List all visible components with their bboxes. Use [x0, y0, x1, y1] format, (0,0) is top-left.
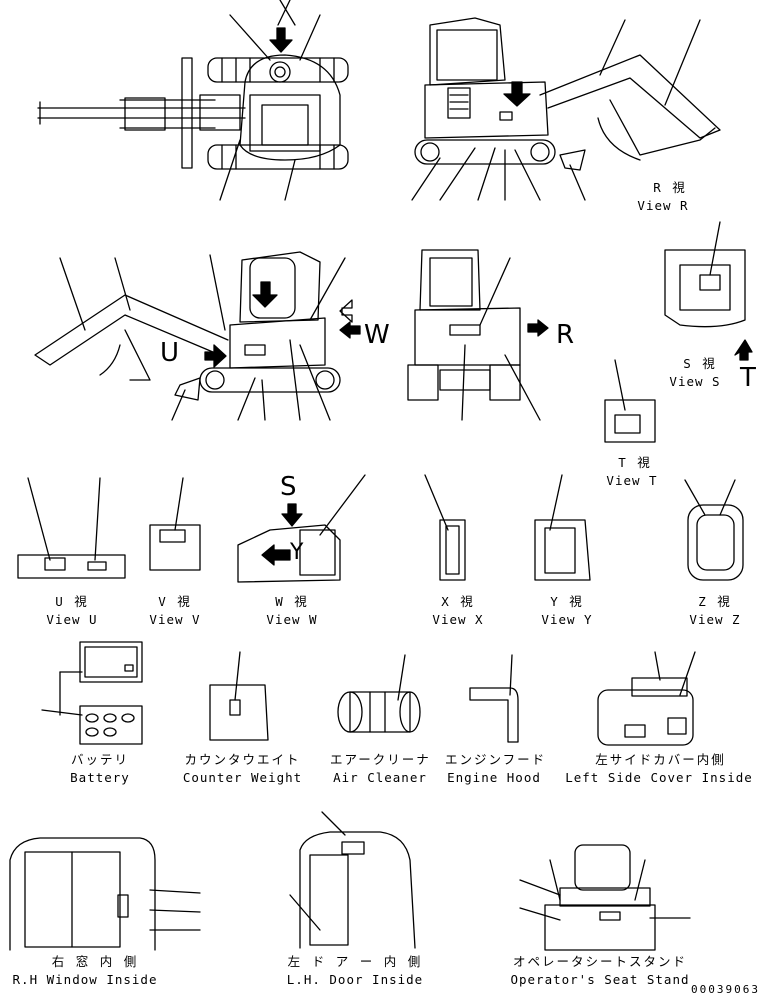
view-v-illustration	[149, 477, 201, 571]
callout-y: Y	[290, 540, 304, 565]
view-s-illustration	[664, 221, 753, 361]
callout-w: W	[364, 320, 390, 350]
counter-weight-jp-label: カウンタウエイト	[184, 752, 301, 767]
view-t-jp-label: T 視	[618, 455, 652, 470]
battery-illustration	[41, 641, 143, 745]
view-u-illustration	[17, 477, 126, 579]
rh-window-inside-illustration	[9, 837, 201, 951]
left-side-view-illustration	[34, 251, 361, 421]
engine-hood-illustration	[469, 654, 519, 743]
operator-seat-en-label: Operator's Seat Stand	[510, 972, 690, 987]
view-t-illustration	[604, 359, 656, 443]
view-r-illustration	[411, 17, 721, 201]
view-z-en-label: View Z	[689, 612, 741, 627]
operator-seat-stand-illustration	[519, 844, 691, 951]
view-r-jp-label: R 視	[653, 180, 687, 195]
view-t-en-label: View T	[606, 473, 658, 488]
air-cleaner-illustration	[337, 654, 421, 733]
view-v-jp-label: V 視	[158, 594, 192, 609]
view-y-jp-label: Y 視	[550, 594, 584, 609]
air-cleaner-jp-label: エアークリーナ	[330, 752, 431, 767]
callout-r: R	[556, 320, 575, 350]
view-y-en-label: View Y	[541, 612, 593, 627]
left-side-cover-jp-label: 左サイドカバー内側	[595, 752, 726, 767]
view-s-en-label: View S	[669, 374, 721, 389]
left-side-cover-illustration	[597, 651, 696, 746]
counter-weight-illustration	[209, 651, 269, 741]
lh-door-jp-label: 左 ド ア ー 内 側	[287, 954, 423, 969]
engine-hood-jp-label: エンジンフード	[445, 752, 547, 767]
counter-weight-en-label: Counter Weight	[182, 770, 303, 785]
document-number: 00039063	[691, 983, 760, 996]
view-w-jp-label: W 視	[275, 594, 309, 609]
view-u-jp-label: U 視	[55, 594, 89, 609]
rear-view-illustration	[407, 249, 549, 421]
view-x-illustration	[424, 474, 466, 581]
view-s-jp-label: S 視	[683, 356, 717, 371]
air-cleaner-en-label: Air Cleaner	[333, 770, 427, 785]
rh-window-en-label: R.H Window Inside	[12, 972, 158, 987]
battery-en-label: Battery	[70, 770, 130, 785]
view-z-jp-label: Z 視	[698, 594, 732, 609]
view-w-en-label: View W	[266, 612, 318, 627]
view-z-illustration	[684, 479, 744, 581]
operator-seat-jp-label: オペレータシートスタンド	[512, 954, 687, 969]
lh-door-en-label: L.H. Door Inside	[286, 972, 424, 987]
battery-jp-label: バッテリ	[70, 752, 129, 767]
view-y-illustration	[534, 474, 591, 581]
lh-door-inside-illustration	[289, 811, 416, 949]
callout-t: T	[740, 363, 756, 393]
view-v-en-label: View V	[149, 612, 201, 627]
callout-u: U	[160, 338, 180, 368]
view-x-en-label: View X	[432, 612, 484, 627]
view-u-en-label: View U	[46, 612, 98, 627]
rh-window-jp-label: 右 窓 内 側	[51, 954, 139, 969]
view-w-illustration	[237, 474, 366, 583]
callout-s: S	[280, 472, 297, 502]
top-view-illustration	[37, 0, 349, 201]
engine-hood-en-label: Engine Hood	[447, 770, 541, 785]
view-x-jp-label: X 視	[441, 594, 475, 609]
left-side-cover-en-label: Left Side Cover Inside	[565, 770, 753, 785]
view-r-en-label: View R	[637, 198, 689, 213]
